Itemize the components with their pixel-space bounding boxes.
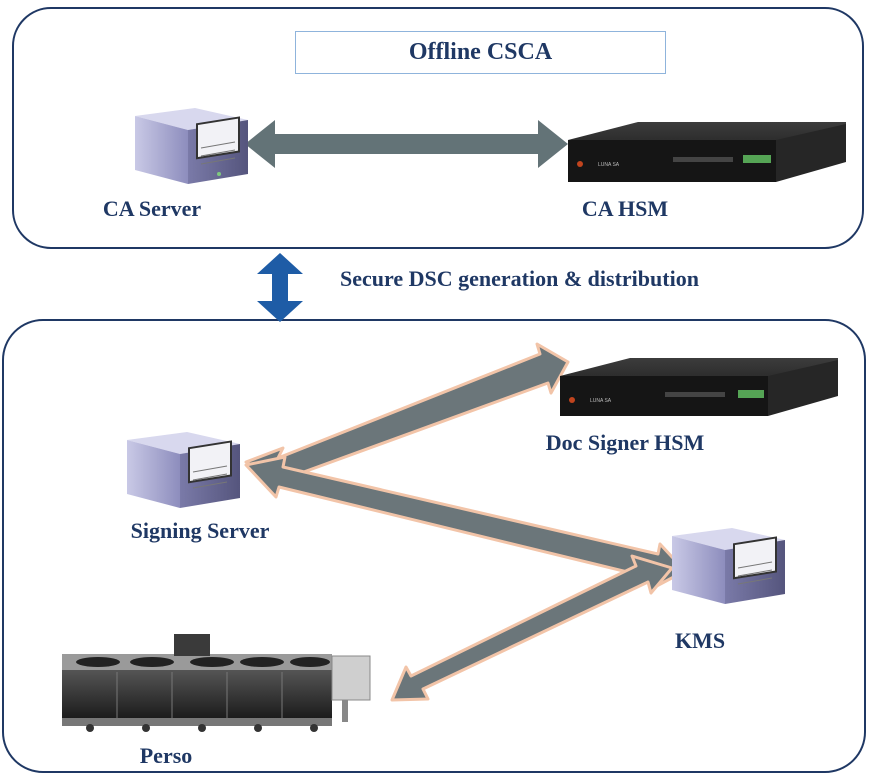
perso-machine-icon — [62, 634, 371, 732]
signing-to-hsm-arrow — [244, 342, 570, 490]
ca-hsm-label: CA HSM — [581, 196, 669, 221]
dsc-distribution-arrow — [257, 253, 303, 322]
doc-signer-hsm-label: Doc Signer HSM — [545, 430, 705, 455]
ca-server-label: CA Server — [102, 196, 202, 221]
kms-label: KMS — [674, 628, 726, 653]
signing-server-icon — [127, 432, 240, 508]
offline-zone-frame — [12, 7, 864, 249]
signing-to-kms-arrow — [244, 455, 687, 591]
perso-label: Perso — [139, 743, 193, 768]
offline-csca-title-box: Offline CSCA — [295, 31, 666, 74]
doc-signer-hsm-brand-text: LUNA SA — [590, 398, 612, 404]
offline-csca-title: Offline CSCA — [408, 39, 553, 65]
kms-to-perso-arrow — [390, 554, 674, 702]
signing-server-label: Signing Server — [130, 518, 270, 543]
offline-link-arrow — [245, 120, 568, 168]
ca-hsm-icon: LUNA SA — [568, 122, 846, 182]
secure-dsc-caption: Secure DSC generation & distribution — [340, 266, 699, 291]
doc-signer-hsm-icon: LUNA SA — [560, 358, 838, 416]
ca-hsm-brand-text: LUNA SA — [598, 162, 620, 168]
ca-server-icon — [135, 108, 248, 184]
online-zone-frame — [2, 319, 866, 773]
kms-server-icon — [672, 528, 785, 604]
